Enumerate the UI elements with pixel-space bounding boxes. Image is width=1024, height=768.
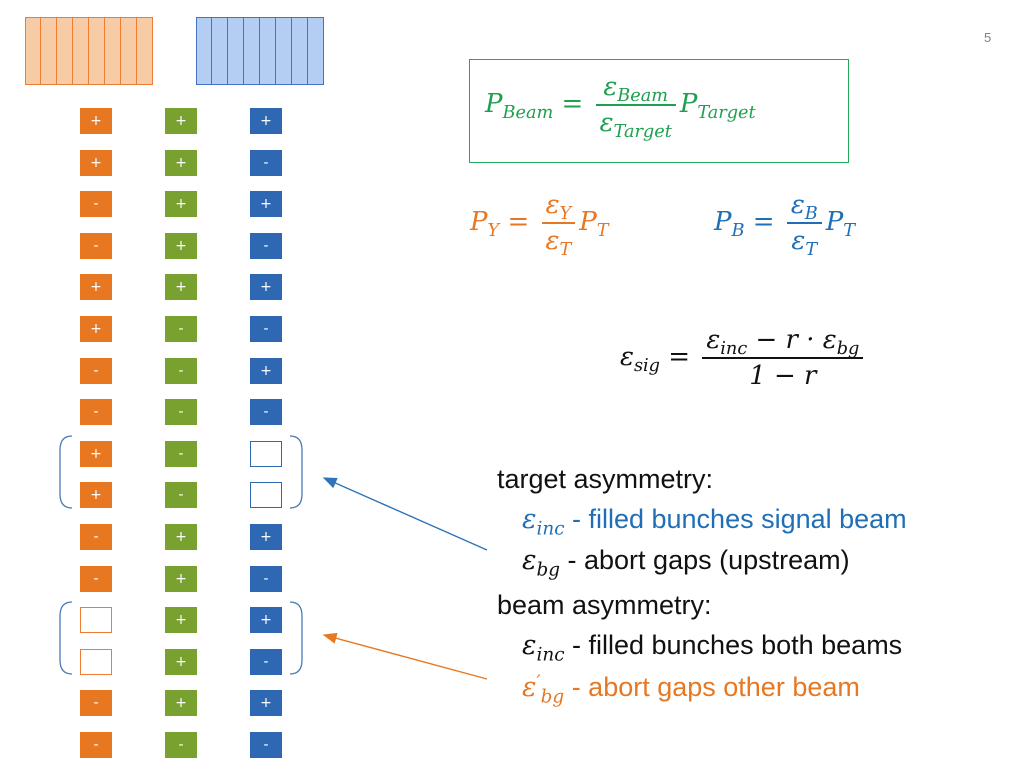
yellow-bunch-12: - xyxy=(80,566,112,592)
blue-bunch-8: - xyxy=(250,399,282,425)
green-bunch-7: - xyxy=(165,358,197,384)
blue-bunch-9 xyxy=(250,441,282,467)
yellow-bunch-4: - xyxy=(80,233,112,259)
green-bunch-8: - xyxy=(165,399,197,425)
target-asymmetry-heading: target asymmetry: xyxy=(497,464,714,494)
yellow-bunch-13 xyxy=(80,607,112,633)
green-bunch-15: + xyxy=(165,690,197,716)
yellow-bunch-8: - xyxy=(80,399,112,425)
target-inc-line: εinc - filled bunches signal beam xyxy=(522,504,907,540)
green-bunch-13: + xyxy=(165,607,197,633)
bracket-right-2 xyxy=(289,601,303,675)
bracket-left-2 xyxy=(59,601,73,675)
beam-asymmetry-heading: beam asymmetry: xyxy=(497,590,712,620)
yellow-bunch-9: + xyxy=(80,441,112,467)
blue-bunch-1: + xyxy=(250,108,282,134)
green-bunch-5: + xyxy=(165,274,197,300)
yellow-bunch-3: - xyxy=(80,191,112,217)
green-bunch-12: + xyxy=(165,566,197,592)
blue-bunch-2: - xyxy=(250,150,282,176)
blue-bunch-7: + xyxy=(250,358,282,384)
blue-bunch-15: + xyxy=(250,690,282,716)
green-bunch-9: - xyxy=(165,441,197,467)
blue-bunch-10 xyxy=(250,482,282,508)
beam-polarization-formula: PBeam = εBeam εTarget PTarget xyxy=(485,72,756,142)
blue-bunch-3: + xyxy=(250,191,282,217)
target-bg-line: εbg - abort gaps (upstream) xyxy=(522,545,850,581)
yellow-bunch-15: - xyxy=(80,690,112,716)
yellow-beam-bunch-train xyxy=(25,17,153,85)
blue-bunch-13: + xyxy=(250,607,282,633)
green-bunch-1: + xyxy=(165,108,197,134)
yellow-bunch-6: + xyxy=(80,316,112,342)
page-number: 5 xyxy=(984,30,992,45)
yellow-bunch-16: - xyxy=(80,732,112,758)
yellow-bunch-14 xyxy=(80,649,112,675)
yellow-bunch-7: - xyxy=(80,358,112,384)
beam-polarization-formula-box xyxy=(469,59,849,163)
yellow-polarization-formula: PY = εY εT PT xyxy=(470,190,609,260)
blue-bunch-14: - xyxy=(250,649,282,675)
beam-asymmetry-arrow xyxy=(322,632,488,680)
green-bunch-6: - xyxy=(165,316,197,342)
beam-bg-line: ε′bg - abort gaps other beam xyxy=(522,671,860,708)
yellow-bunch-5: + xyxy=(80,274,112,300)
green-bunch-3: + xyxy=(165,191,197,217)
green-bunch-11: + xyxy=(165,524,197,550)
blue-bunch-6: - xyxy=(250,316,282,342)
blue-bunch-12: - xyxy=(250,566,282,592)
yellow-bunch-11: - xyxy=(80,524,112,550)
beam-inc-line: εinc - filled bunches both beams xyxy=(522,630,903,666)
green-bunch-4: + xyxy=(165,233,197,259)
blue-bunch-4: - xyxy=(250,233,282,259)
blue-bunch-5: + xyxy=(250,274,282,300)
yellow-bunch-2: + xyxy=(80,150,112,176)
yellow-bunch-1: + xyxy=(80,108,112,134)
signal-asymmetry-formula: εsig = εinc − r · εbg 1 − r xyxy=(620,325,867,391)
green-bunch-10: - xyxy=(165,482,197,508)
bracket-right-1 xyxy=(289,435,303,509)
blue-bunch-11: + xyxy=(250,524,282,550)
blue-bunch-16: - xyxy=(250,732,282,758)
green-bunch-2: + xyxy=(165,150,197,176)
bracket-left-1 xyxy=(59,435,73,509)
blue-polarization-formula: PB = εB εT PT xyxy=(714,190,856,260)
blue-beam-bunch-train xyxy=(196,17,324,85)
target-asymmetry-arrow xyxy=(322,477,488,551)
yellow-bunch-10: + xyxy=(80,482,112,508)
green-bunch-16: - xyxy=(165,732,197,758)
green-bunch-14: + xyxy=(165,649,197,675)
